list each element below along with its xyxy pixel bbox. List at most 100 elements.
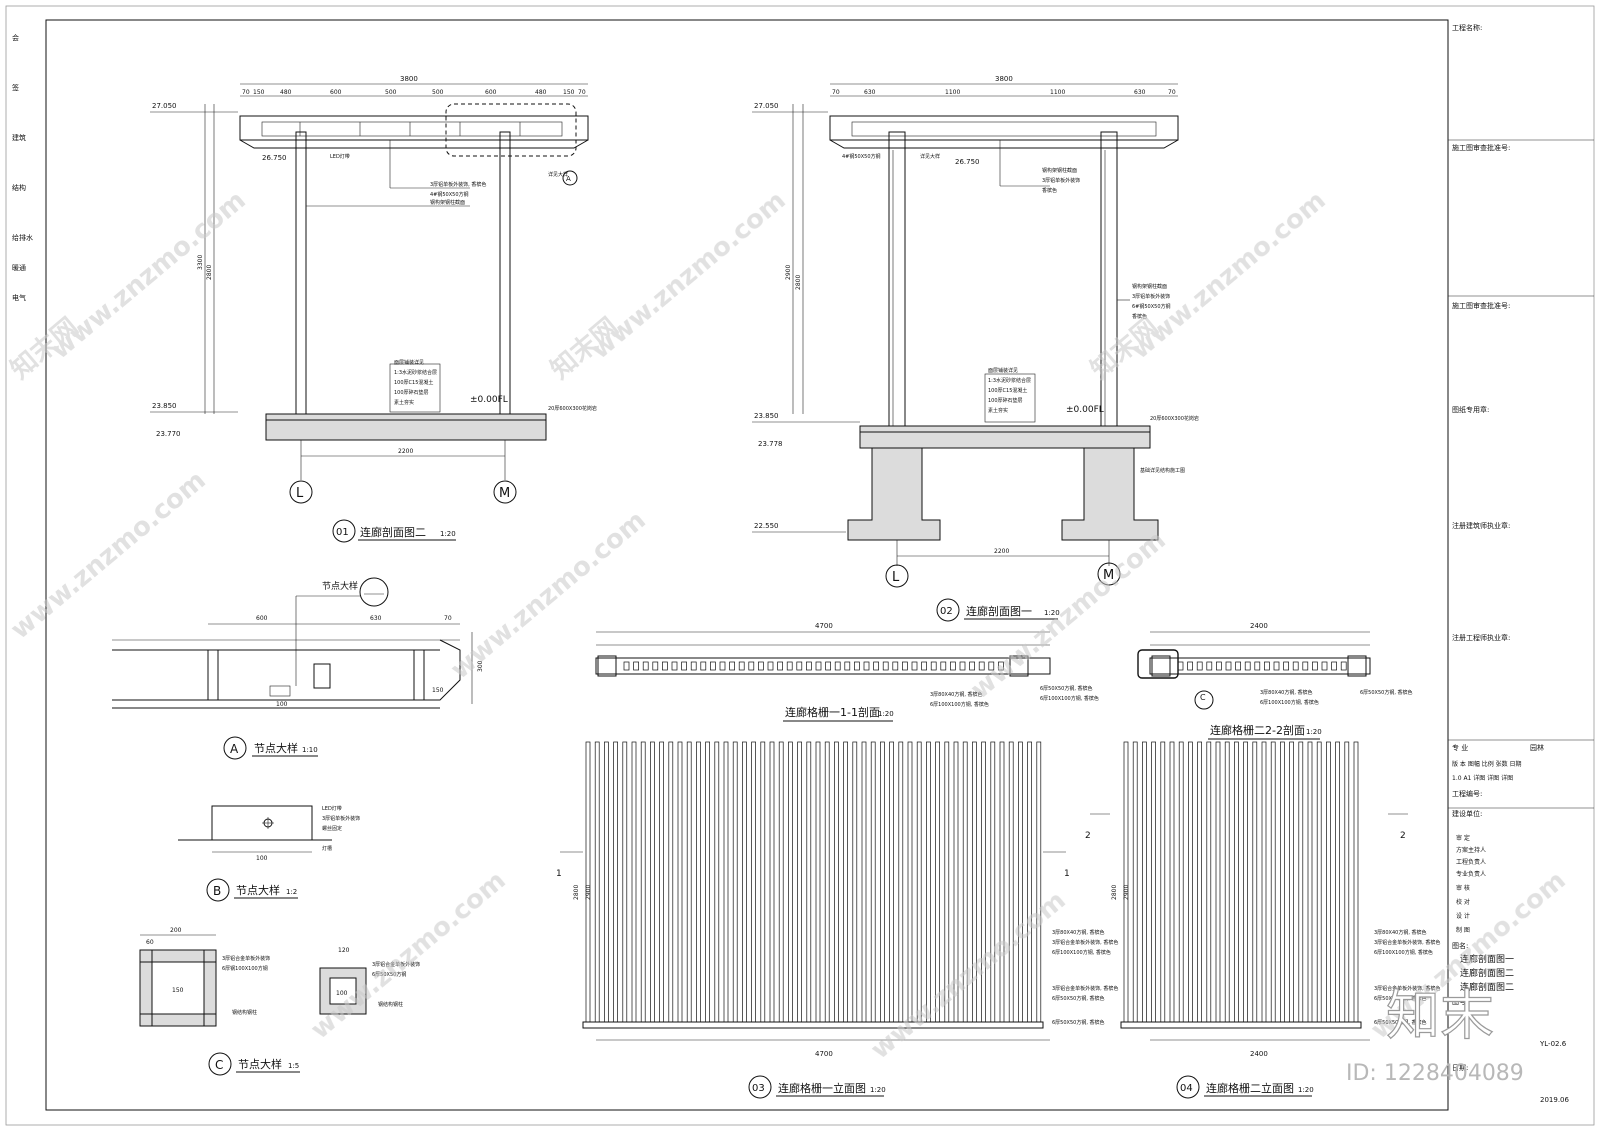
slat (959, 661, 966, 671)
grille-slat (1132, 741, 1138, 1023)
d01-cloud-A (445, 103, 577, 157)
slat (815, 661, 822, 671)
d01-note-e: 详见大样 (548, 171, 568, 178)
detA-150: 150 (432, 687, 444, 694)
d02-seg: 70 (1168, 89, 1176, 96)
grille-slat (1224, 741, 1230, 1023)
drawing-01: 3800 70 150 480 600 500 500 600 480 150 … (150, 75, 597, 543)
d02-note-d4: 香槟色 (1132, 313, 1147, 320)
drawing-02: 3800 70 630 1100 1100 630 70 2900 2800 2… (752, 75, 1199, 622)
elev04-note-5: 6厚50X50方钢, 香槟色 (1374, 995, 1427, 1002)
slat (710, 661, 716, 671)
d01-seg: 480 (535, 89, 547, 96)
d02-footing-right (1061, 447, 1159, 541)
sec11-note-4: 6厚100X100方钢, 香槟色 (1040, 695, 1099, 702)
d02-note-e1: 4#钢50X50方钢 (842, 153, 881, 160)
strip-7: 电气 (12, 293, 26, 302)
elevation-03: 4700 1 1 2900 2800 3厚80X40方钢, 香槟色 3厚铝合金单… (556, 741, 1118, 1099)
tb-role-6: 设 计 (1456, 912, 1470, 920)
grille-slat (990, 741, 996, 1023)
slat (1206, 661, 1213, 671)
d02-el-mid: 26.750 (955, 158, 980, 166)
grille-slat (760, 741, 766, 1023)
d02-dim-2800: 2800 (795, 275, 802, 290)
grille-slat (907, 741, 913, 1023)
tb-approval-1: 施工图审查批准号: (1452, 143, 1510, 152)
grille-slat (1261, 741, 1267, 1023)
d01-seg: 600 (485, 89, 497, 96)
grille-slat (732, 741, 738, 1023)
outer-border (5, 5, 1595, 1126)
d01-el-floor: 23.850 (152, 402, 177, 410)
detC2-note-3: 钢结构钢柱 (378, 1001, 403, 1008)
d01-grid-M: M (499, 486, 510, 501)
d02-footing-left (847, 447, 941, 541)
wm-logo: 知末 (1386, 984, 1494, 1047)
d01-floor-side: 20厚600X300花岗岩 (548, 405, 597, 412)
grille-slat (1178, 741, 1184, 1023)
d02-floor-1: 面层铺装详见 (988, 367, 1018, 374)
elev04-total: 2400 (1250, 1050, 1268, 1058)
grille-slat (769, 741, 775, 1023)
d01-note-b: 4#钢50X50方钢 (430, 191, 469, 198)
slat (873, 661, 879, 671)
detA-title: 节点大样 (254, 741, 298, 755)
elev04-note-6: 6厚50X50方钢, 香槟色 (1374, 1019, 1427, 1026)
slat (738, 661, 745, 671)
tb-date: 2019.06 (1540, 1096, 1569, 1104)
sec22-note-1: 3厚80X40方钢, 香槟色 (1260, 689, 1313, 696)
slat (940, 661, 947, 671)
d01-span: 2200 (398, 448, 413, 455)
detC-60: 60 (146, 939, 154, 946)
d03-scale: 1:20 (870, 1086, 886, 1094)
tb-engineer: 注册工程师执业章: (1452, 633, 1510, 642)
strip-6: 暖通 (12, 263, 26, 272)
d01-floor-5: 素土夯实 (394, 399, 414, 406)
slat (729, 661, 735, 671)
elev04-note-1: 3厚80X40方钢, 香槟色 (1374, 929, 1427, 936)
d02-el-floor: 23.850 (754, 412, 779, 420)
slat (1273, 661, 1280, 671)
callout-text: 节点大样 (322, 580, 358, 592)
tb-date-label: 日期: (1452, 1064, 1468, 1072)
tb-version-val: 1.0 A1 详图 详图 详图 (1452, 774, 1513, 782)
grille-slat (1027, 741, 1032, 1023)
slat (902, 661, 908, 671)
grille-slat (1298, 741, 1304, 1023)
grille-slat (1036, 741, 1042, 1023)
d01-floor-4: 100厚碎石垫层 (394, 389, 429, 396)
detA-scale: 1:10 (302, 746, 318, 754)
elev03-note-3: 6厚100X100方钢, 香槟色 (1052, 949, 1111, 956)
slat (844, 661, 851, 671)
elev03-dim-2800: 2800 (573, 885, 580, 900)
elev04-slats (1123, 741, 1359, 1023)
sec22-callout-box (1137, 649, 1179, 679)
d02-note-d2: 3厚铝单板外装饰 (1132, 293, 1170, 300)
detC2-note-1: 3厚铝合金单板外装饰 (372, 961, 420, 968)
slat (1225, 661, 1232, 671)
d01-note-c: 钢构架钢柱截面 (430, 199, 465, 206)
d03-title: 连廊格栅一立面图 (778, 1081, 866, 1095)
tb-role-1: 方案主持人 (1456, 846, 1486, 854)
detC-note-3: 钢结构钢柱 (232, 1009, 257, 1016)
strip-5: 给排水 (12, 233, 33, 242)
grille-slat (1344, 741, 1350, 1023)
grille-slat (999, 741, 1005, 1023)
grille-slat (742, 741, 747, 1023)
sec11-slats (623, 661, 1004, 671)
slat (911, 661, 918, 671)
d02-el-found: 22.550 (754, 522, 779, 530)
d02-dim-total: 3800 (995, 75, 1013, 83)
sec11-note-2: 6厚100X100方钢, 香槟色 (930, 701, 989, 708)
grille-slat (889, 741, 894, 1023)
slat (921, 661, 927, 671)
detA-70: 70 (444, 615, 452, 622)
tb-discipline-val: 园林 (1530, 743, 1544, 752)
d01-seg: 150 (563, 89, 575, 96)
grille-slat (806, 741, 812, 1023)
detA-630: 630 (370, 615, 382, 622)
grille-slat (834, 741, 839, 1023)
d01-seg: 480 (280, 89, 292, 96)
detC2-120: 120 (338, 947, 350, 954)
grille-slat (659, 741, 664, 1023)
